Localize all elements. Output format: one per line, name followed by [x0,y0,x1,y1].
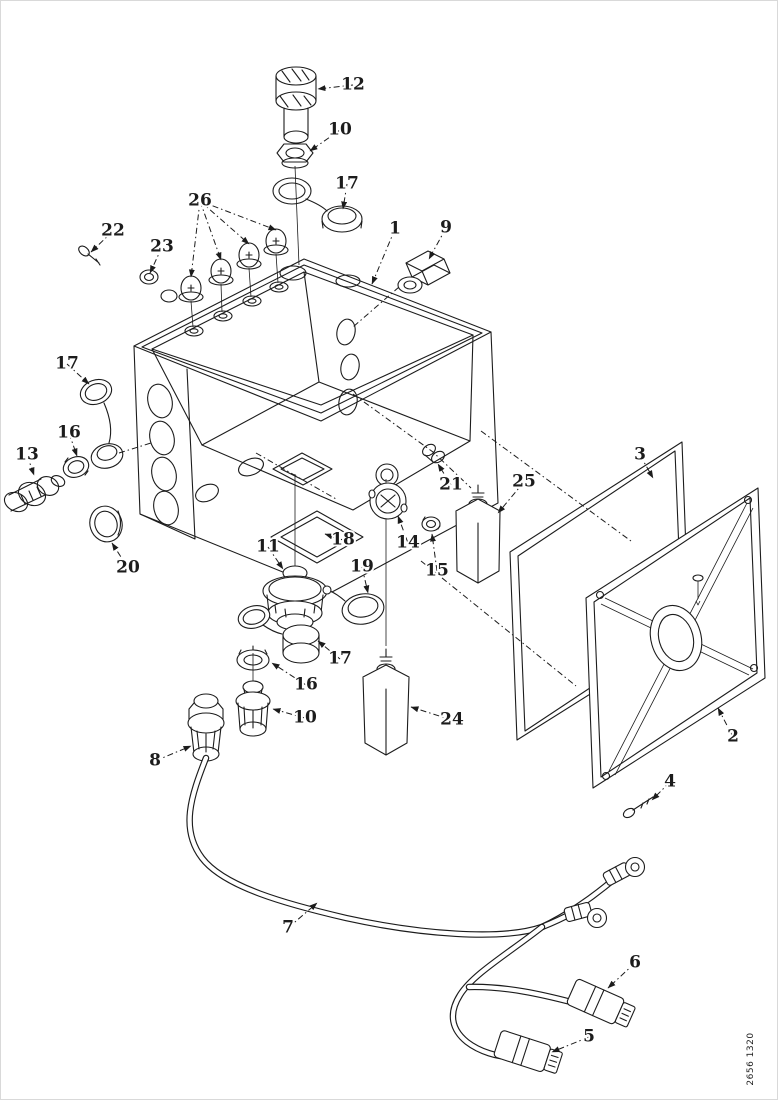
leader-line-23 [149,246,163,274]
callout-6: 6 [629,953,641,973]
callout-10: 10 [328,120,352,140]
leader-line-18 [324,533,344,541]
drawing-id: 2656 1320 [746,1032,756,1086]
callout-16: 16 [57,423,81,443]
leader-line-26 [199,200,222,261]
callout-24: 24 [440,710,464,730]
leader-line-15 [430,533,438,572]
leader-line-21 [437,463,452,486]
ring-terminal-lower [563,901,608,929]
callout-15: 15 [425,561,449,581]
callout-10: 10 [293,708,317,728]
leader-line-10 [272,708,306,719]
leader-line-17 [317,640,341,660]
nut-10-top [276,143,314,169]
leader-line-22 [90,230,114,253]
cable-harness-7 [186,754,617,1061]
callout-23: 23 [150,237,174,257]
callout-2: 2 [727,727,739,747]
callout-7: 7 [282,918,294,938]
adapter-10-bottom [235,680,271,737]
enclosure-box-1 [133,258,499,593]
leader-line-8 [154,745,192,762]
leader-line-26 [199,200,250,245]
leader-line-9 [428,227,447,260]
callout-17: 17 [55,354,79,374]
leader-line-26 [199,200,277,231]
callout-5: 5 [583,1027,595,1047]
callout-18: 18 [331,530,355,550]
connector-5 [493,1030,563,1074]
callout-3: 3 [634,445,646,465]
cap-19 [322,585,385,625]
cable-gland-8 [187,693,225,762]
callout-21: 21 [439,475,463,495]
leader-line-6 [607,962,636,989]
callout-11: 11 [256,537,280,557]
component-25 [455,484,501,584]
callout-8: 8 [149,751,161,771]
grommet-14 [368,482,408,520]
leader-line-14 [397,515,409,544]
callout-14: 14 [396,533,420,553]
callout-22: 22 [101,221,125,241]
component-24 [362,648,410,756]
callout-4: 4 [664,772,676,792]
grommet-20 [89,505,123,543]
callout-9: 9 [440,218,452,238]
dust-cap-17-bottom [237,605,320,664]
leader-line-11 [267,546,284,570]
leader-line-7 [287,902,318,929]
screw-22 [78,245,101,266]
callout-16: 16 [294,675,318,695]
nut-16-left [62,456,90,478]
callout-26: 26 [188,191,212,211]
callout-20: 20 [116,558,140,578]
cover-panel-2 [585,487,766,789]
nut-16-bottom [236,645,270,671]
dome-nuts-26 [178,228,289,303]
nut-23 [139,269,178,303]
fitting-21 [422,443,445,464]
connector-6 [566,978,636,1028]
leader-line-19 [361,566,370,594]
nut-15 [421,516,441,532]
leader-line-12 [317,84,354,92]
gasket-18 [270,510,364,564]
leader-line-16 [68,432,78,457]
dust-cap-17-top [272,177,363,233]
leader-line-17 [66,363,90,385]
leader-line-2 [717,707,734,738]
leader-line-26 [188,200,201,278]
plug-13 [3,475,66,513]
leader-line-20 [111,542,129,569]
callout-17: 17 [328,649,352,669]
leader-line-10 [309,129,341,152]
leader-line-17 [341,183,348,210]
callout-12: 12 [341,75,365,95]
connector-9 [397,250,451,294]
receptacle-11 [262,565,328,631]
ring-terminal-upper [602,856,646,886]
plug-12 [275,66,317,144]
leader-line-3 [639,454,654,479]
callout-17: 17 [335,174,359,194]
leader-line-13 [26,454,35,476]
callout-19: 19 [350,557,374,577]
callout-1: 1 [389,219,401,239]
callout-25: 25 [512,472,536,492]
dust-cap-17-left [79,378,124,469]
screw-4 [622,796,654,819]
leader-line-1 [371,228,396,285]
callout-13: 13 [15,445,39,465]
leader-line-4 [651,781,671,801]
